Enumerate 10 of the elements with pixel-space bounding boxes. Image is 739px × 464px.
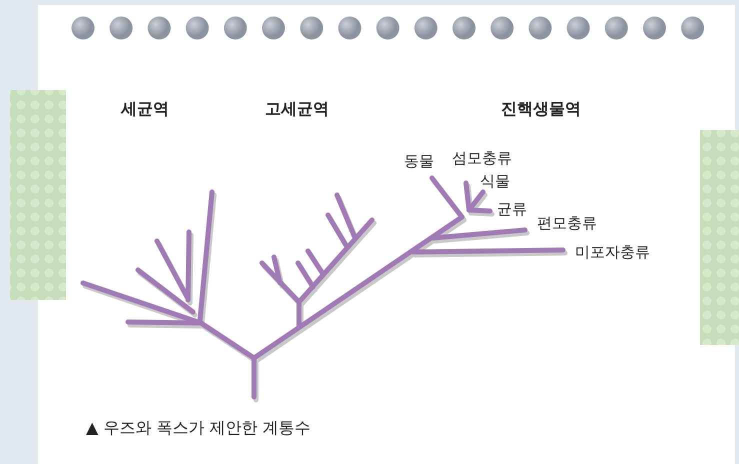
domain-label: 진핵생물역 xyxy=(501,100,581,118)
taxon-label: 섬모충류 xyxy=(452,149,512,167)
taxon-label: 식물 xyxy=(480,172,510,190)
taxon-label: 동물 xyxy=(404,152,434,170)
taxon-label: 균류 xyxy=(497,200,527,218)
caption: ▲ 우즈와 폭스가 제안한 계통수 xyxy=(86,419,311,437)
taxon-label: 편모충류 xyxy=(537,214,597,232)
domain-label: 세균역 xyxy=(121,100,169,118)
taxon-label: 미포자충류 xyxy=(575,243,650,261)
domain-label: 고세균역 xyxy=(265,100,329,118)
